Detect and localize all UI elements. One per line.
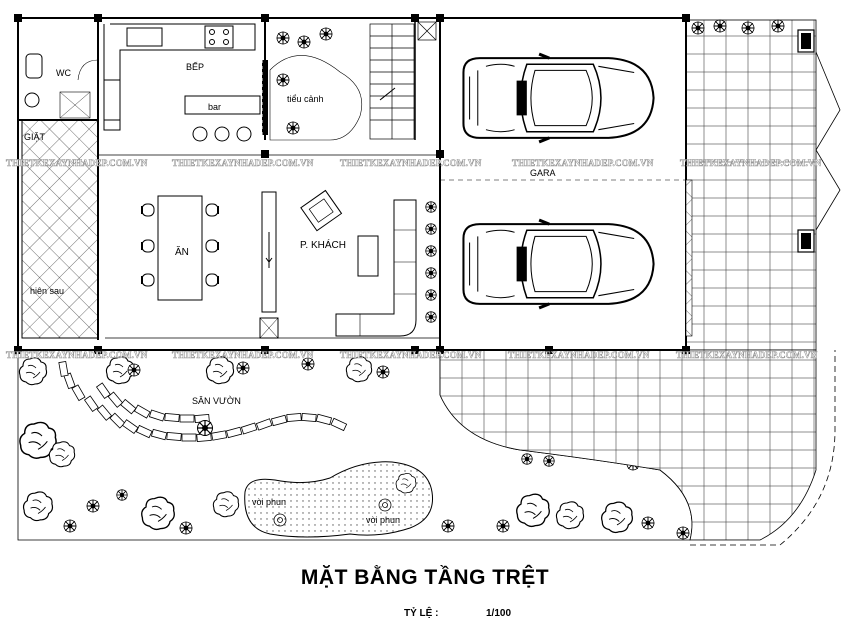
- svg-text:THIETKEXAYNHADEP.COM.VN: THIETKEXAYNHADEP.COM.VN: [172, 350, 314, 360]
- garden-label: SÂN VƯỜN: [192, 396, 241, 406]
- living-label: P. KHÁCH: [300, 238, 346, 251]
- kitchen-label: BẾP: [186, 62, 204, 72]
- staircase: [369, 21, 437, 140]
- garden-area: [17, 349, 836, 546]
- pond: [244, 461, 434, 538]
- svg-text:THIETKEXAYNHADEP.COM.VN: THIETKEXAYNHADEP.COM.VN: [340, 158, 482, 168]
- structural-columns: [14, 14, 690, 354]
- watermark-row-top: THIETKEXAYNHADEP.COM.VN THIETKEXAYNHADEP…: [6, 158, 822, 169]
- back-porch-label: hiên sau: [30, 286, 64, 296]
- wc-label: WC: [56, 68, 71, 78]
- scale-label: TỶ LỆ :: [404, 608, 439, 619]
- laundry-label: GIẶT: [24, 132, 46, 142]
- kitchen-room: [103, 23, 261, 142]
- garage: [461, 52, 693, 337]
- dining-label: ĂN: [175, 245, 189, 258]
- fountain-label-1: vòi phun: [252, 497, 286, 507]
- living-room: [300, 189, 438, 337]
- svg-text:THIETKEXAYNHADEP.COM.VN: THIETKEXAYNHADEP.COM.VN: [676, 350, 818, 360]
- svg-text:THIETKEXAYNHADEP.COM.VN: THIETKEXAYNHADEP.COM.VN: [172, 158, 314, 168]
- paved-yard: [439, 19, 841, 541]
- fountain-label-2: vòi phun: [366, 515, 400, 525]
- svg-text:THIETKEXAYNHADEP.COM.VN: THIETKEXAYNHADEP.COM.VN: [512, 158, 654, 168]
- garage-label: GARA: [530, 168, 556, 178]
- partition-cabinet: [259, 191, 279, 339]
- drawing-title: MẶT BẰNG TẦNG TRỆT: [300, 566, 550, 589]
- wc-room: [24, 53, 99, 119]
- bar-label: bar: [208, 102, 221, 112]
- svg-text:THIETKEXAYNHADEP.COM.VN: THIETKEXAYNHADEP.COM.VN: [340, 350, 482, 360]
- svg-text:THIETKEXAYNHADEP.COM.VN: THIETKEXAYNHADEP.COM.VN: [6, 350, 148, 360]
- svg-text:THIETKEXAYNHADEP.COM.VN: THIETKEXAYNHADEP.COM.VN: [6, 158, 148, 168]
- svg-text:THIETKEXAYNHADEP.COM.VN: THIETKEXAYNHADEP.COM.VN: [508, 350, 650, 360]
- watermark-row-bottom: THIETKEXAYNHADEP.COM.VN THIETKEXAYNHADEP…: [6, 350, 818, 361]
- stepping-stone-path: [58, 360, 348, 443]
- back-porch: [21, 119, 99, 339]
- scale-value: 1/100: [486, 608, 512, 619]
- mini-garden: [261, 27, 363, 141]
- svg-text:THIETKEXAYNHADEP.COM.VN: THIETKEXAYNHADEP.COM.VN: [680, 158, 822, 168]
- dining-room: [141, 195, 219, 301]
- mini-garden-label: tiểu cảnh: [287, 94, 324, 104]
